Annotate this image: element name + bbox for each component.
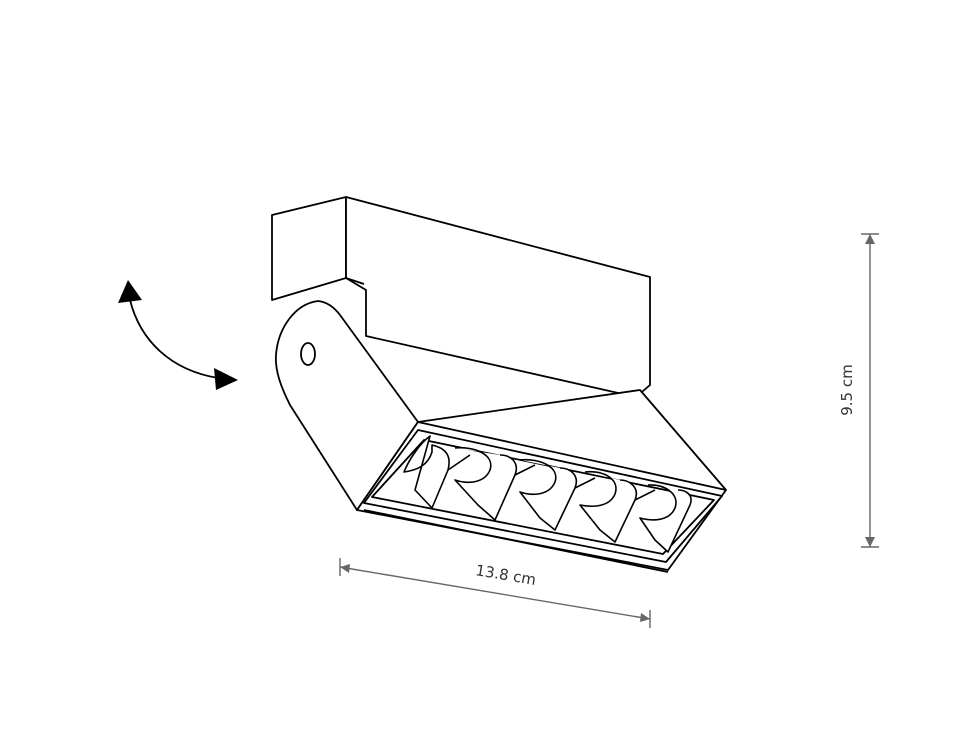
led-louvres: [403, 435, 692, 553]
track-adapter: [271, 196, 651, 398]
louvre-4: [579, 470, 638, 543]
width-label: 13.8 cm: [474, 561, 537, 589]
louvre-1: [403, 435, 450, 509]
curved-double-arrow-icon: [118, 280, 238, 390]
louvre-2: [454, 446, 518, 521]
pivot-arm: [275, 300, 419, 511]
louvre-3: [519, 458, 578, 531]
louvre-5: [639, 484, 692, 553]
pivot-screw-icon: [300, 342, 316, 366]
height-dimension: [861, 233, 879, 548]
width-dimension: [339, 558, 651, 628]
height-label: 9.5 cm: [838, 364, 856, 415]
